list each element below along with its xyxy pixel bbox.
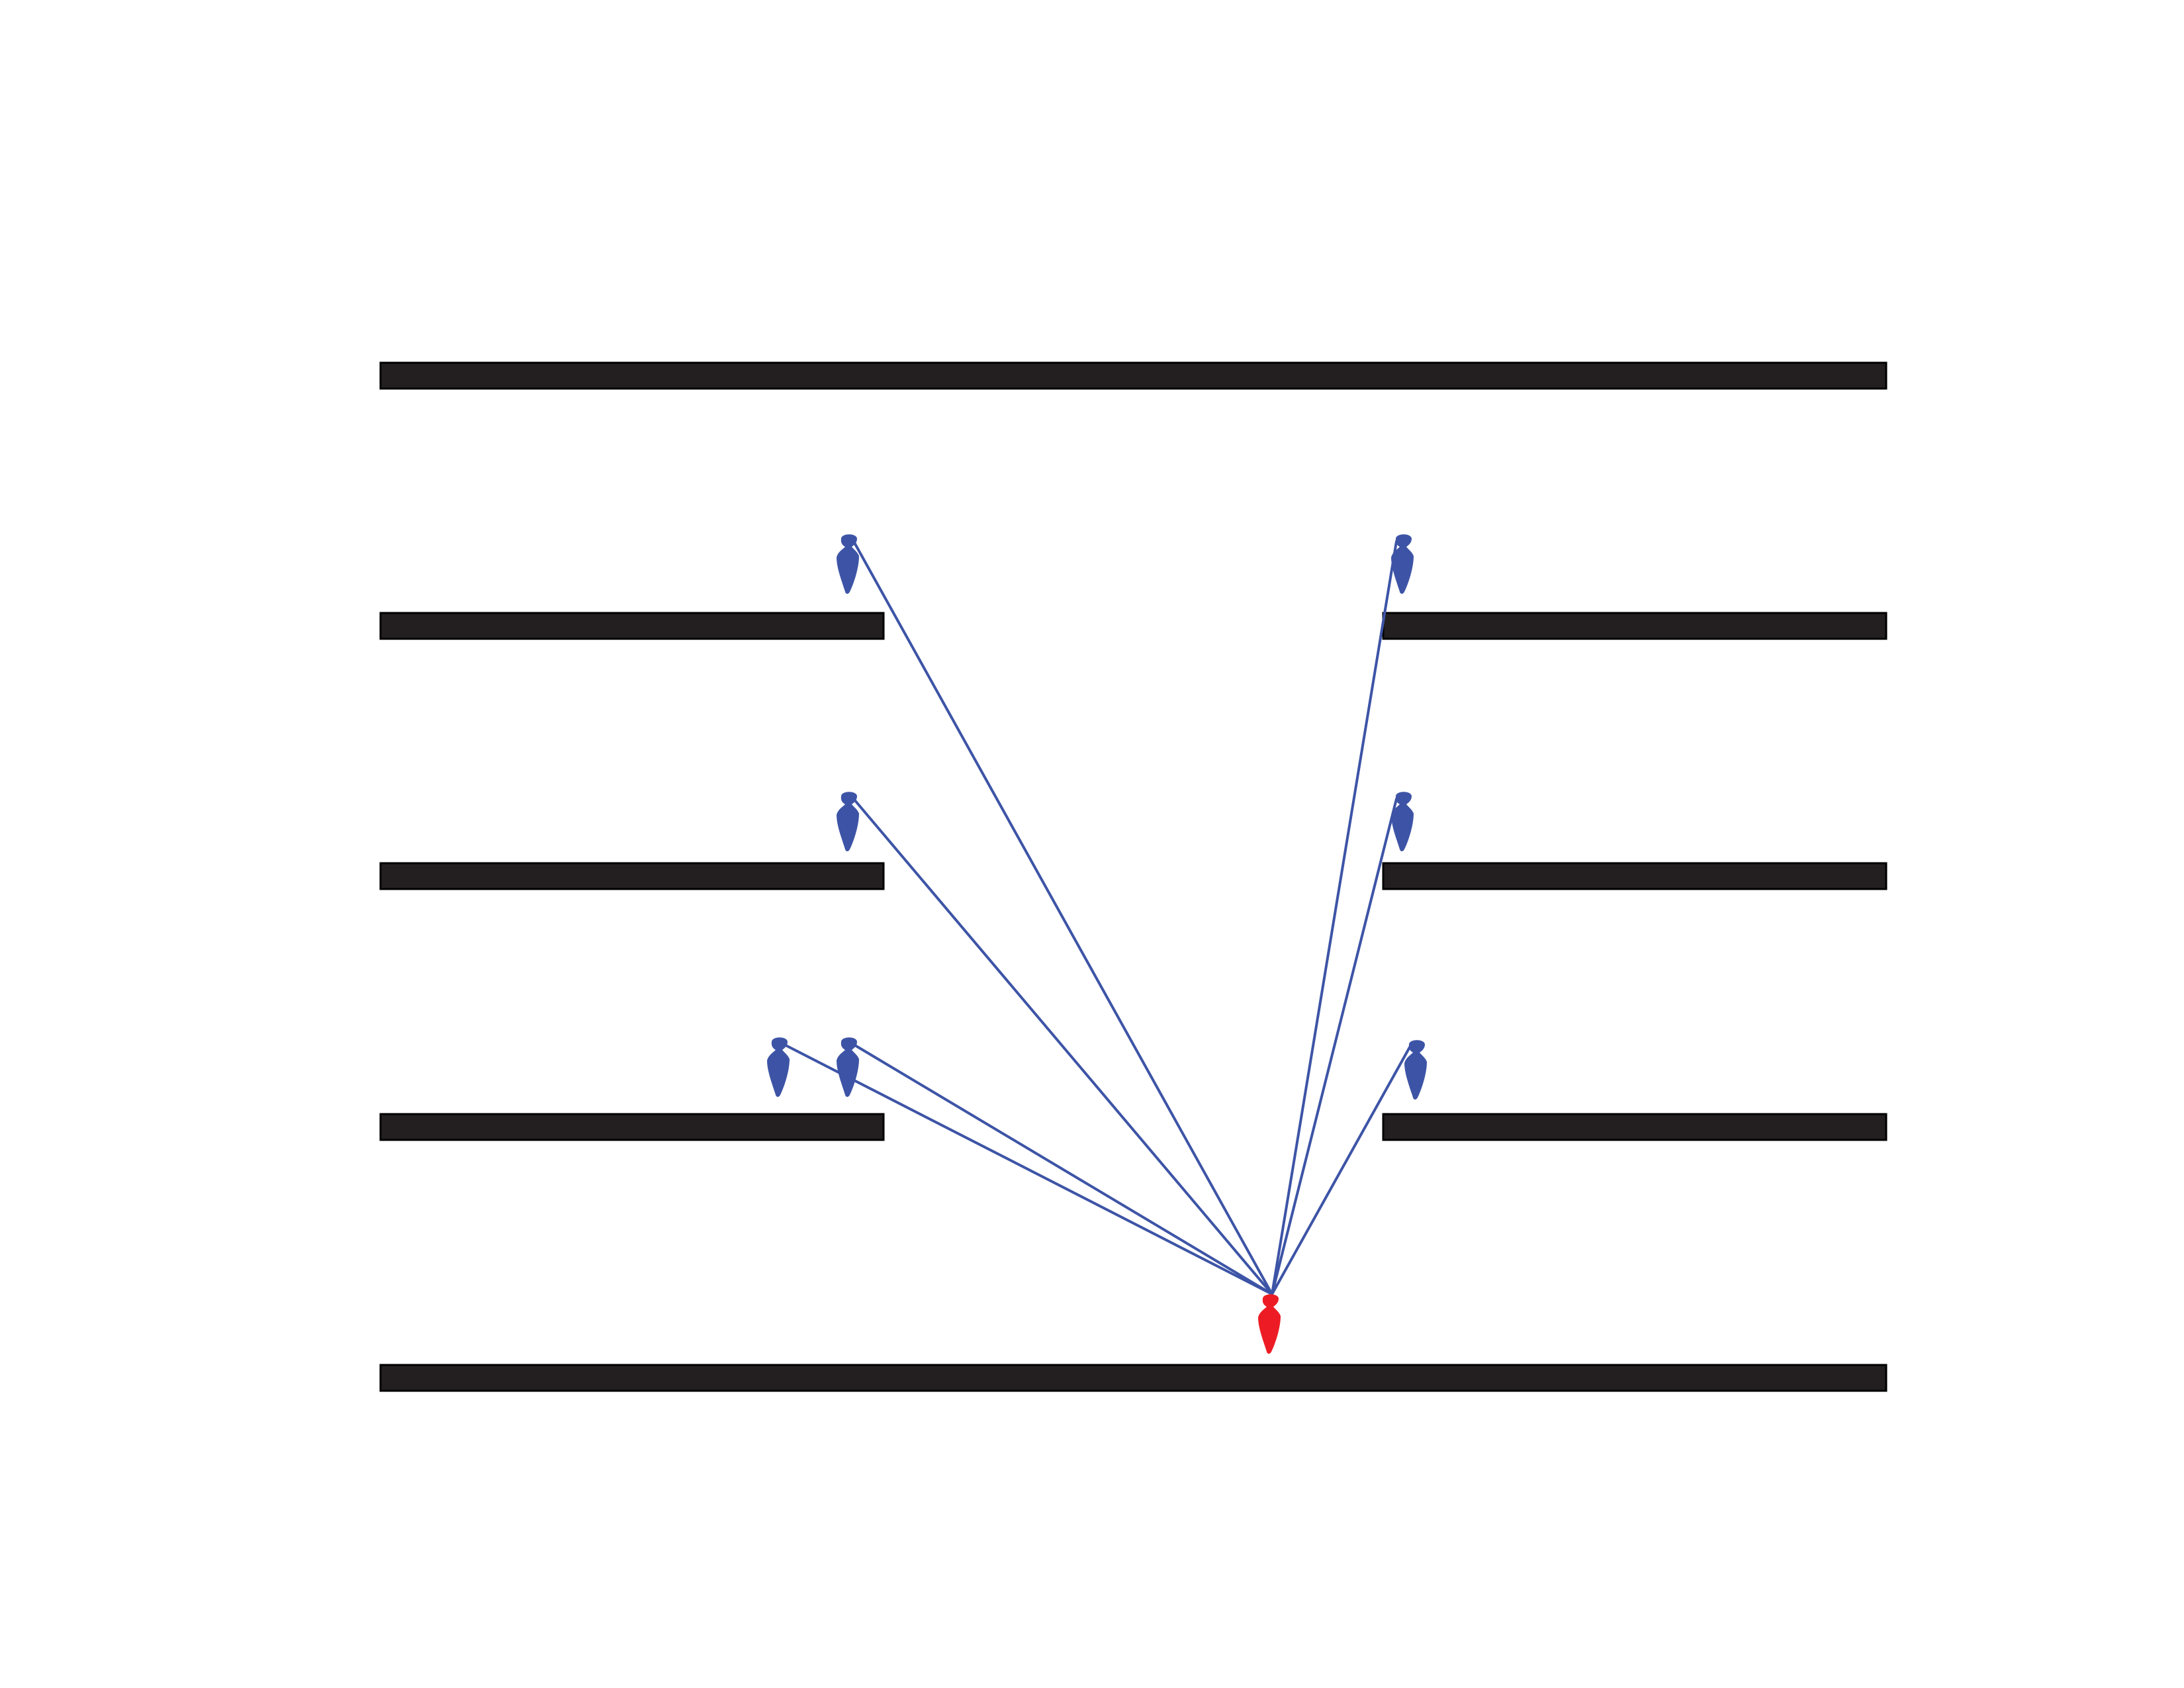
wall-top-full [379, 361, 1888, 390]
wall-bottom-full [379, 1364, 1888, 1392]
sightlines-group [783, 540, 1411, 1295]
wall-row4-right [1382, 1113, 1888, 1141]
sightline-upper-left [852, 540, 1273, 1295]
sightline-lower-right [1271, 1046, 1411, 1295]
sightline-lower-far-left [783, 1043, 1273, 1295]
sightline-middle-left [852, 798, 1273, 1295]
observer-upper-right-icon [1391, 534, 1414, 594]
sightline-lower-left [852, 1043, 1273, 1295]
wall-row3-left [379, 862, 885, 890]
figures-group [767, 534, 1427, 1354]
sightline-upper-right [1271, 540, 1398, 1295]
observer-middle-right-icon [1391, 792, 1414, 851]
wall-row3-right [1382, 862, 1888, 890]
wall-row2-right [1382, 612, 1888, 640]
wall-row2-left [379, 612, 885, 640]
target-person-icon [1258, 1294, 1281, 1354]
sightline-middle-right [1271, 798, 1398, 1295]
walls-group [379, 361, 1888, 1392]
wall-row4-left [379, 1113, 885, 1141]
